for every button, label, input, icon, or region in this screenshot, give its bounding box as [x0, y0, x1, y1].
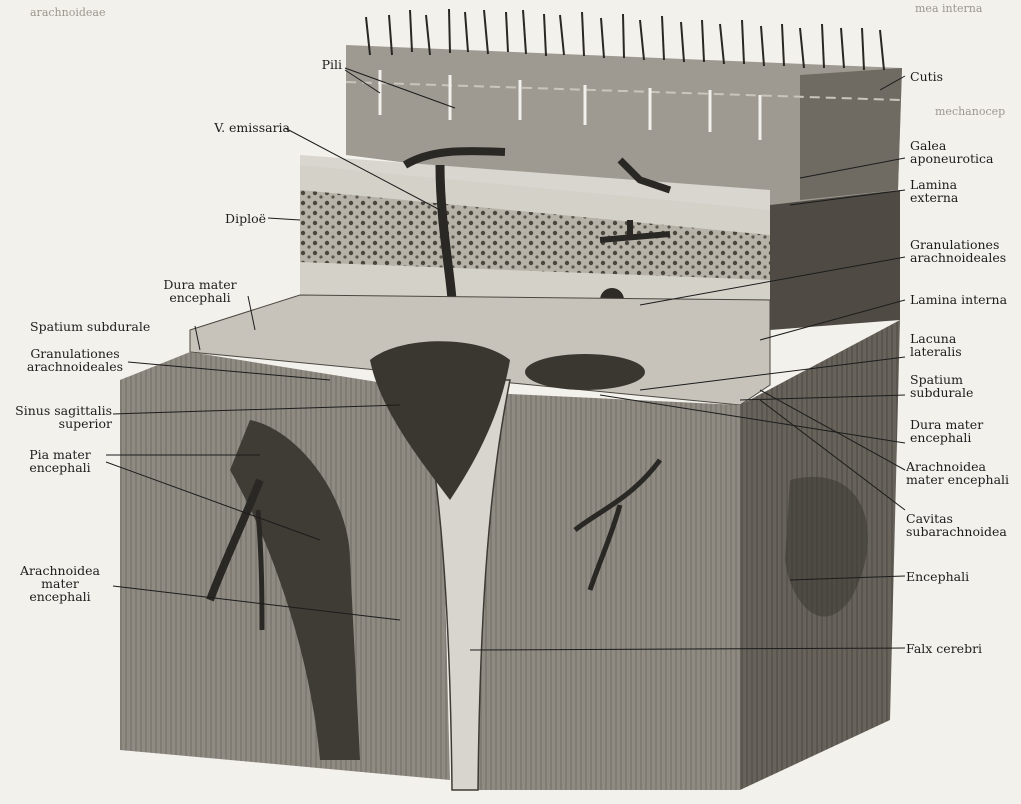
- label-falx-cerebri: Falx cerebri: [906, 642, 982, 655]
- cutis-side: [800, 68, 902, 200]
- label-diploe: Diploë: [190, 212, 266, 225]
- lacuna-lateralis: [525, 354, 645, 390]
- bone-side: [770, 190, 900, 330]
- brain-right-block: [470, 392, 740, 790]
- fragment-top-right: mea interna: [915, 2, 982, 15]
- label-lamina-interna: Lamina interna: [910, 293, 1007, 306]
- label-spatium-subdurale-left: Spatium subdurale: [30, 320, 150, 333]
- fragment-top-left: arachnoideae: [30, 6, 105, 19]
- label-v-emissaria: V. emissaria: [190, 121, 290, 134]
- fragment-right-edge: mechanocep: [935, 105, 1005, 118]
- label-pili: Pili: [290, 58, 342, 71]
- label-encephali: Encephali: [906, 570, 969, 583]
- label-cutis: Cutis: [910, 70, 943, 83]
